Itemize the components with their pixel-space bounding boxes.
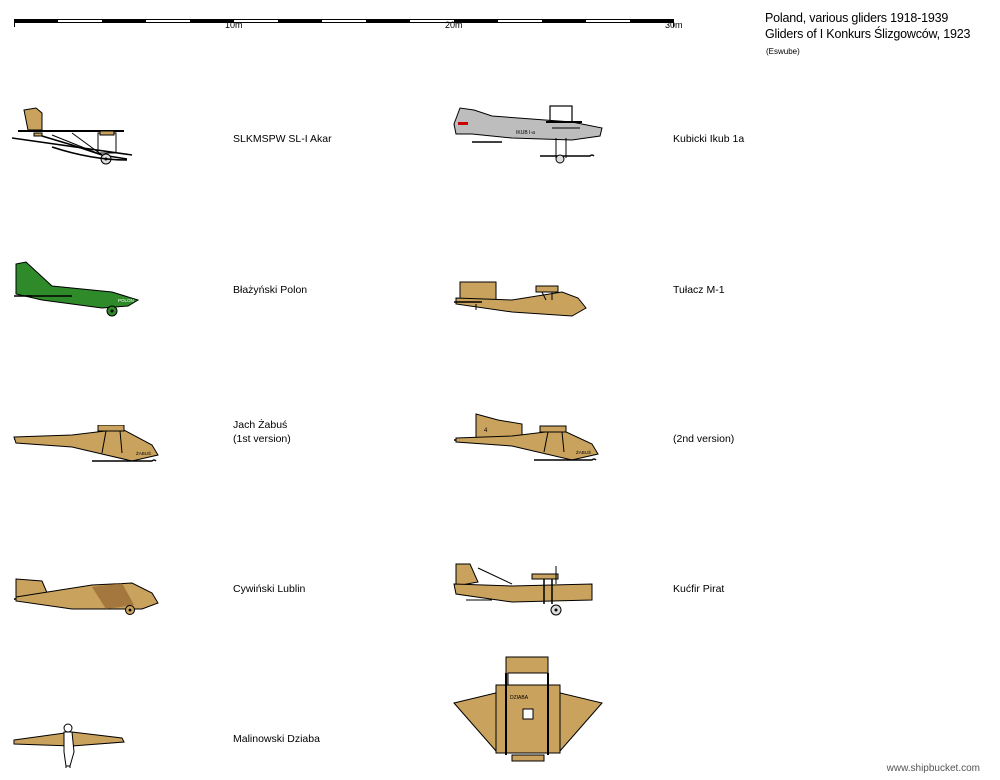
scale-bar (14, 14, 676, 32)
zabus-v1-marking: ŻABUŚ (136, 449, 151, 456)
label-pirat: Kućfir Pirat (673, 583, 725, 595)
ikub-glider-drawing: IKUB I-a (453, 105, 603, 164)
zabus-v1-glider-drawing: ŻABUŚ (13, 425, 159, 462)
polon-marking: POLON (118, 298, 134, 303)
label-polon: Błażyński Polon (233, 284, 308, 296)
ikub-marking: IKUB I-a (516, 130, 535, 136)
akar-glider-drawing (12, 107, 133, 165)
dziaba-side-drawing (13, 723, 125, 768)
scale-tick-20m: 20m (445, 20, 463, 30)
title-line-2: Gliders of I Konkurs Ślizgowców, 1923 (765, 27, 971, 41)
polon-glider-drawing: POLON (14, 261, 140, 317)
label-zabus-v1: (1st version) (233, 433, 291, 445)
pirat-glider-drawing (453, 563, 593, 616)
title-line-1: Poland, various gliders 1918-1939 (765, 11, 949, 25)
zabus-v2-glider-drawing: 4 ŻABUŚ (454, 413, 599, 461)
label-zabus-v2: (2nd version) (673, 433, 735, 445)
label-lublin: Cywiński Lublin (233, 583, 306, 595)
zabus-v2-number: 4 (484, 428, 488, 434)
label-akar: SLKMSPW SL-I Akar (233, 133, 332, 145)
tulacz-glider-drawing (454, 281, 587, 317)
page-title: Poland, various gliders 1918-1939 Glider… (765, 10, 970, 42)
scale-tick-10m: 10m (225, 20, 243, 30)
label-ikub: Kubicki Ikub 1a (673, 133, 745, 145)
label-zabus: Jach Żabuś (233, 419, 288, 431)
site-footer: www.shipbucket.com (886, 763, 980, 774)
dziaba-top-drawing: DZIABA (453, 656, 603, 762)
author-credit: (Eswube) (766, 47, 800, 56)
scale-bar-graphic (14, 19, 674, 27)
scale-tick-30m: 30m (665, 20, 683, 30)
label-dziaba: Malinowski Dziaba (233, 733, 320, 745)
dziaba-marking: DZIABA (510, 695, 529, 701)
label-tulacz: Tułacz M-1 (673, 284, 725, 296)
lublin-glider-drawing (14, 578, 159, 615)
zabus-v2-marking: ŻABUŚ (576, 448, 591, 455)
